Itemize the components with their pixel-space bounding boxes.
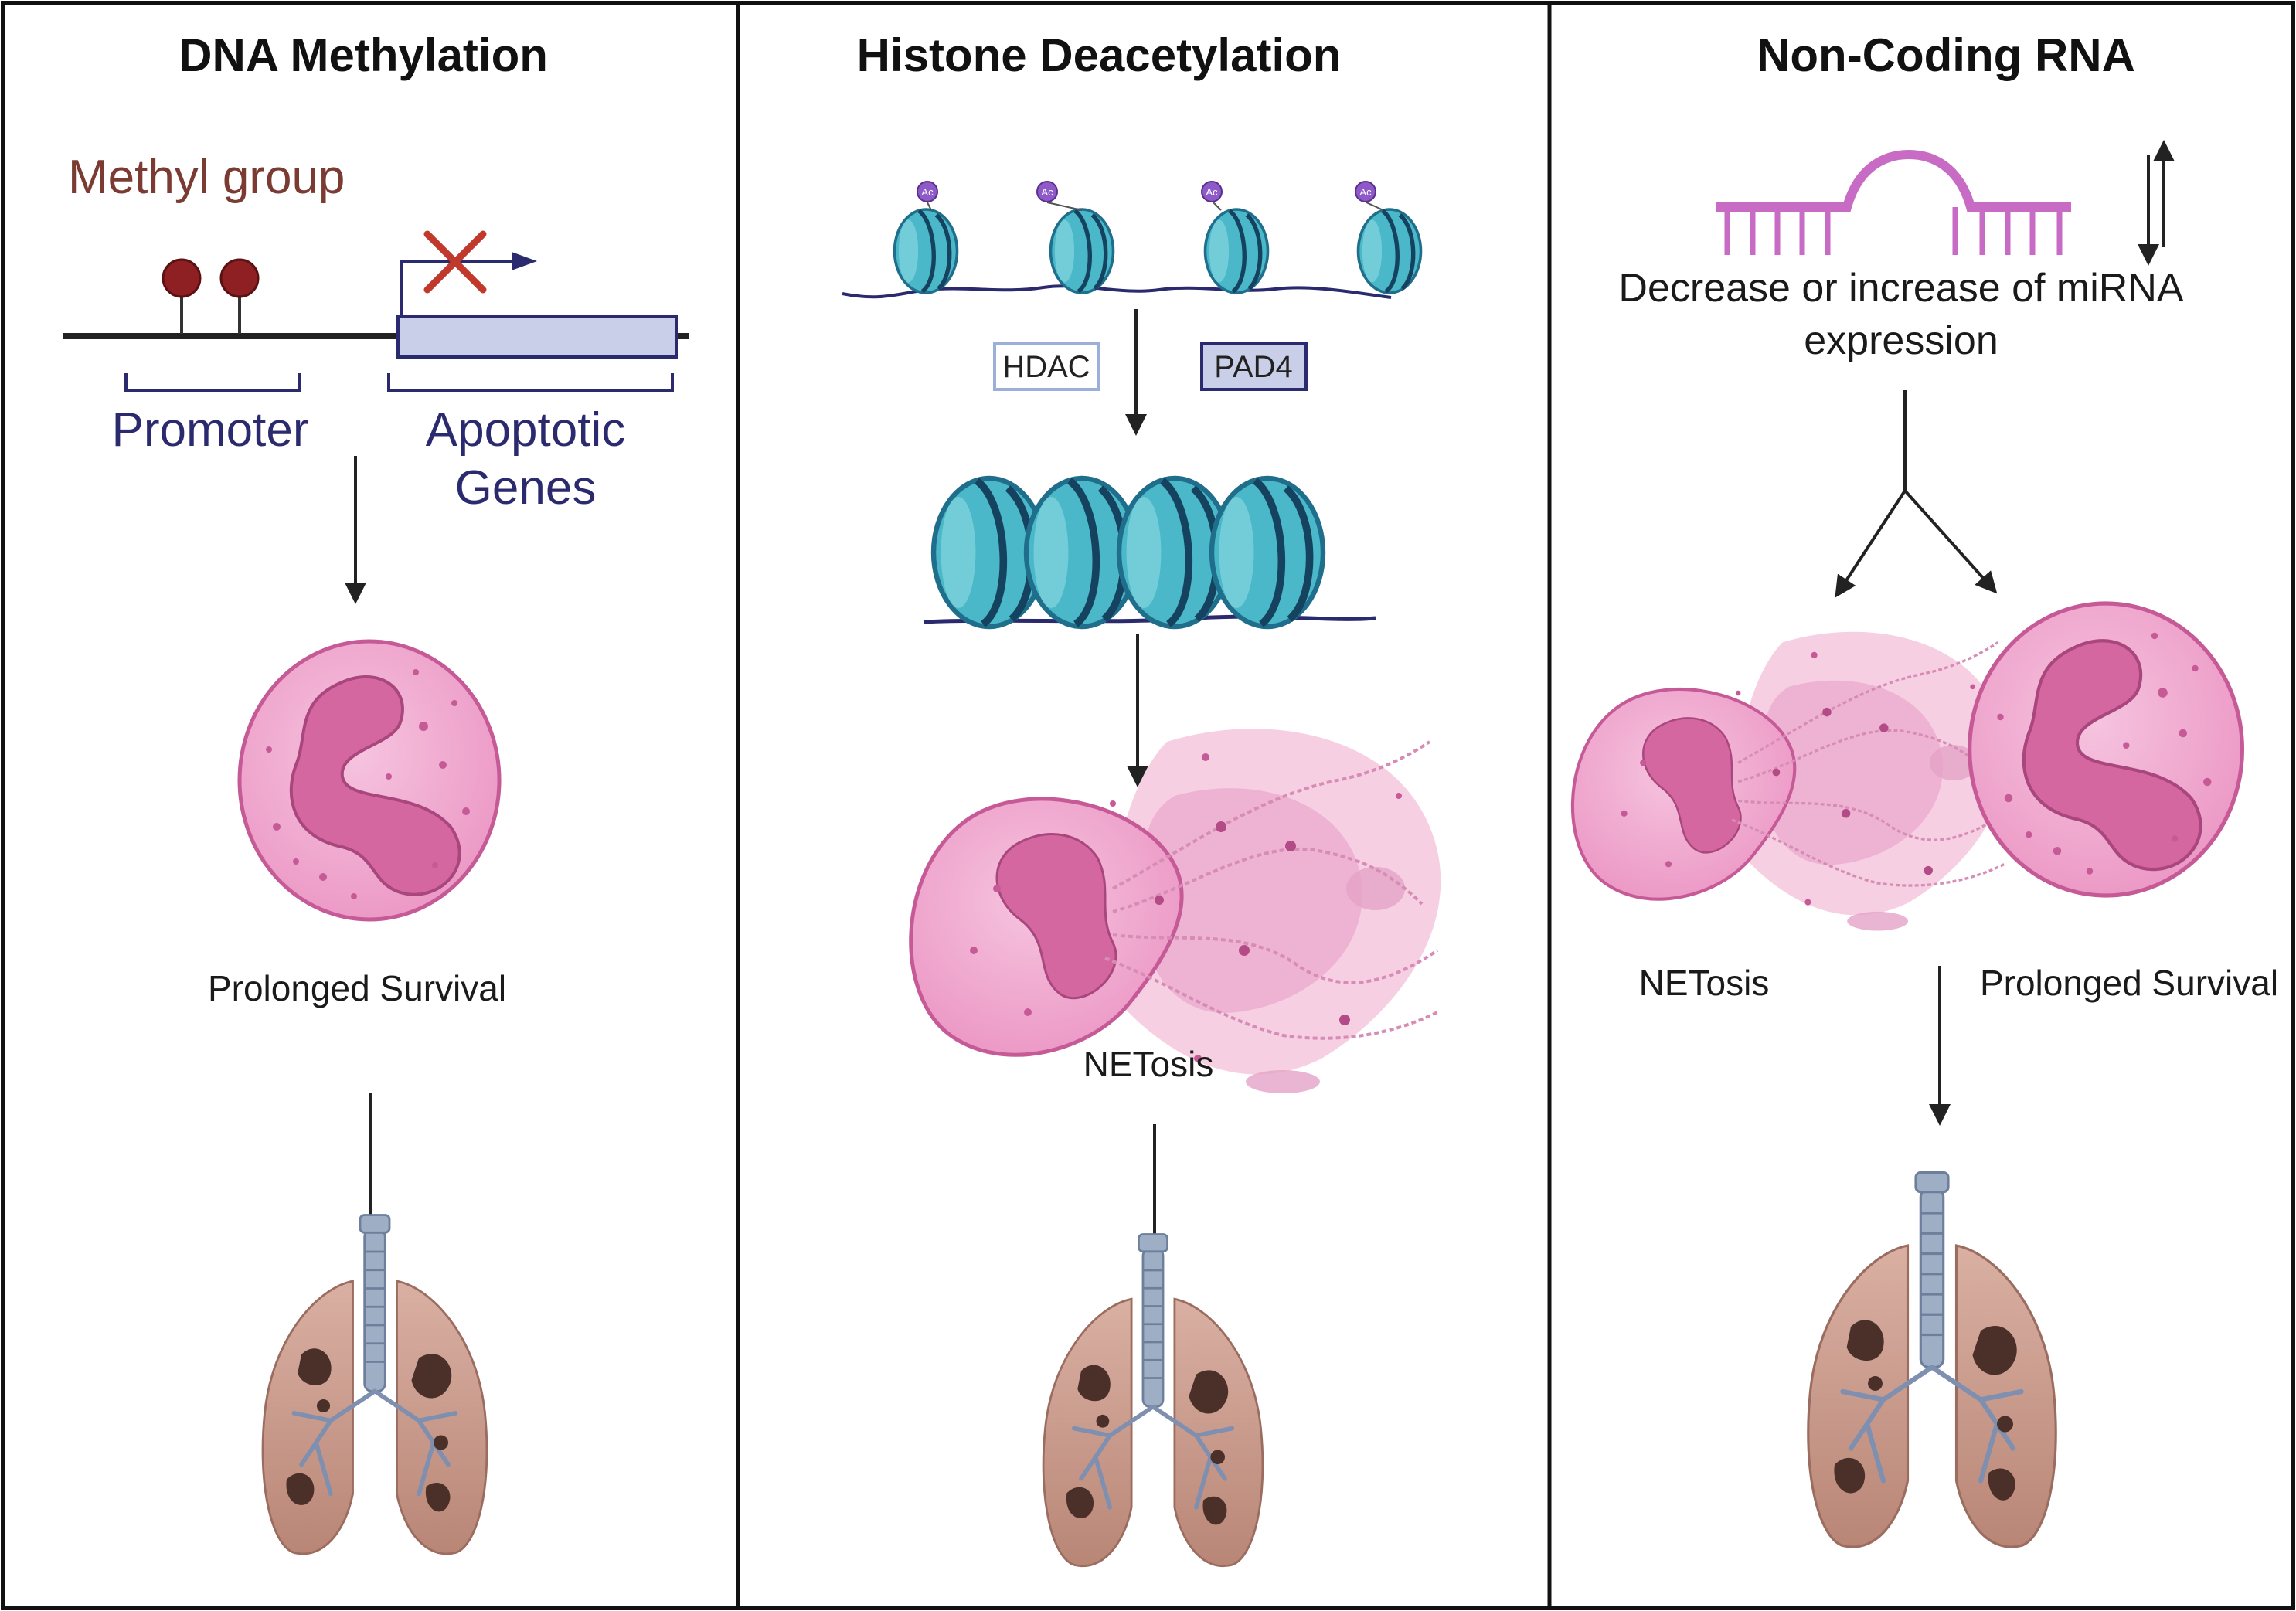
expression-label-line1: Decrease or increase of miRNA	[1618, 266, 2183, 311]
lungs-icon-3	[1808, 1173, 2056, 1548]
panel-dna-methylation: DNA Methylation Methyl group Promoter Ap…	[63, 29, 689, 1554]
promoter-label: Promoter	[112, 403, 309, 457]
hdac-box	[993, 342, 1100, 391]
methyl-group-icon	[162, 258, 260, 334]
acetylated-nucleosomes	[895, 209, 1421, 293]
ac-tag-2: Ac	[1041, 186, 1053, 198]
acetyl-tag-icon: Ac Ac Ac Ac	[917, 181, 1384, 211]
genes-label-line1: Apoptotic	[426, 403, 626, 457]
cell-caption-histone: NETosis	[1083, 1044, 1214, 1084]
pad4-box	[1200, 342, 1308, 391]
promoter-bracket	[124, 373, 301, 392]
lungs-icon	[263, 1215, 487, 1554]
right-caption-rna: Prolonged Survival	[1980, 963, 2278, 1003]
hdac-label: HDAC	[1002, 350, 1090, 384]
up-down-arrows-icon	[2138, 140, 2175, 266]
panel-title-rna: Non-Coding RNA	[1757, 29, 2135, 81]
pad4-label: PAD4	[1214, 350, 1293, 384]
panel-histone-deacetylation: Histone Deacetylation Ac Ac Ac Ac HDAC P…	[842, 29, 1441, 1566]
neutrophil-icon	[240, 641, 499, 919]
genes-bracket	[387, 373, 674, 392]
net-release-icon-2	[1573, 632, 2007, 931]
ac-tag-3: Ac	[1206, 186, 1218, 198]
ac-tag-1: Ac	[921, 186, 934, 198]
panel-title-histone: Histone Deacetylation	[857, 29, 1342, 81]
methyl-group-label: Methyl group	[68, 151, 345, 204]
gene-box	[396, 315, 678, 359]
net-release-icon	[911, 729, 1441, 1093]
mirna-hairpin-icon	[1716, 149, 2071, 255]
lungs-icon-2	[1043, 1235, 1263, 1566]
ac-tag-4: Ac	[1359, 186, 1372, 198]
genes-label-line2: Genes	[455, 461, 597, 515]
blocked-cross-icon	[423, 230, 487, 294]
expression-label-line2: expression	[1804, 318, 1998, 363]
branch-arrows	[1835, 390, 1998, 598]
neutrophil-icon-2	[1970, 603, 2243, 896]
panel-title-dna: DNA Methylation	[179, 29, 548, 81]
left-caption-rna: NETosis	[1639, 963, 1770, 1003]
cell-caption-dna: Prolonged Survival	[208, 968, 506, 1008]
transcription-arrow-icon	[400, 252, 537, 315]
panel-non-coding-rna: Non-Coding RNA Decrease or increase of m…	[1573, 29, 2278, 1547]
nucleosome-icon	[934, 478, 1323, 627]
